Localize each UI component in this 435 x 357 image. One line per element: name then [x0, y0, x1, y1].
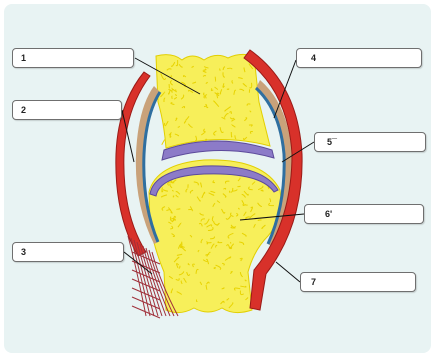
label-2-text: 2	[21, 105, 26, 115]
bone-texture-stroke	[173, 196, 174, 198]
label-7-text: 7	[311, 277, 316, 287]
label-box-7[interactable]: 7	[300, 272, 416, 292]
label-1-text: 1	[21, 53, 26, 63]
leader-line-7	[276, 262, 300, 282]
diagram-frame: 1 2 3 4 5¯ 6' 7	[4, 4, 431, 353]
bone-texture-stroke	[231, 132, 232, 137]
bone-texture-stroke	[238, 208, 239, 209]
label-box-5[interactable]: 5¯	[314, 132, 426, 152]
label-box-3[interactable]: 3	[12, 242, 124, 262]
label-box-4[interactable]: 4	[296, 48, 422, 68]
bone-texture-stroke	[172, 190, 173, 191]
label-4-text: 4	[311, 53, 316, 63]
label-5-text: 5¯	[327, 137, 337, 147]
label-box-1[interactable]: 1	[12, 48, 134, 68]
label-3-text: 3	[21, 247, 26, 257]
label-box-2[interactable]: 2	[12, 100, 122, 120]
bone-texture-stroke	[261, 190, 263, 191]
bone-texture-stroke	[162, 140, 165, 145]
bone-texture-stroke	[207, 243, 208, 244]
bone-texture-stroke	[249, 89, 250, 92]
bone-texture-stroke	[171, 76, 172, 77]
label-6-text: 6'	[325, 209, 332, 219]
label-box-6[interactable]: 6'	[304, 204, 424, 224]
